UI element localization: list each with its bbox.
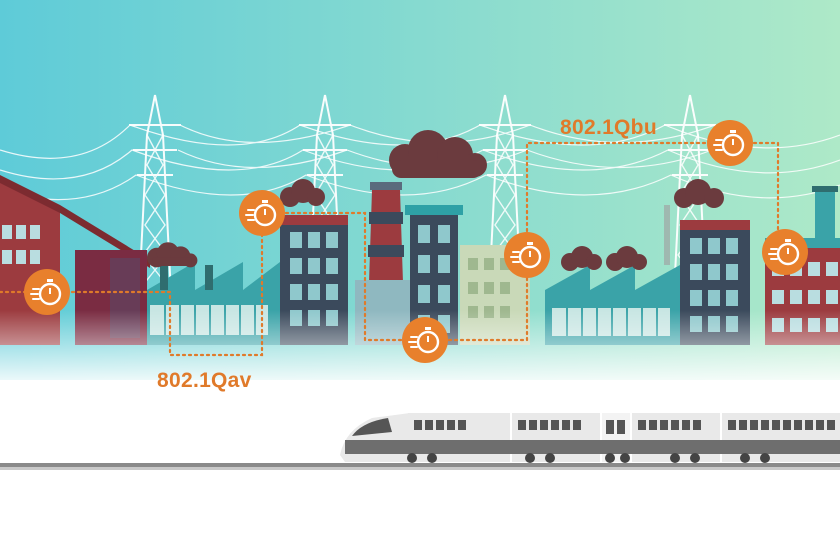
stopwatch-icon [22,267,72,317]
high-speed-train [340,413,840,463]
protocol-label-qbu: 802.1Qbu [560,116,657,139]
stopwatch-icon [400,315,450,365]
stopwatch-icon [237,188,287,238]
stopwatch-icon [760,227,810,277]
stopwatch-icon [502,230,552,280]
network-paths [0,141,780,357]
railway [0,463,840,470]
protocol-label-qav: 802.1Qav [157,369,252,392]
stopwatch-icon [705,118,755,168]
